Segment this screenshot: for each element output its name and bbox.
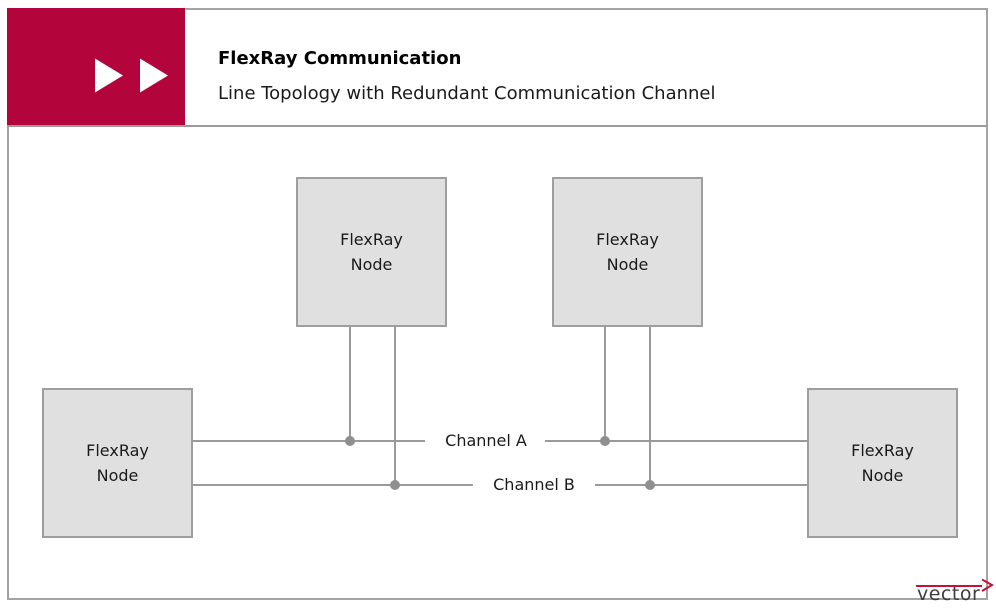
node-label: FlexRay Node: [851, 441, 914, 485]
node-top-left-channel-b-stub: [394, 327, 396, 485]
vector-logo: vector: [915, 578, 996, 608]
channel-a-line-right-segment: [545, 440, 807, 442]
node-label: FlexRay Node: [340, 230, 403, 274]
channel-a-label: Channel A: [445, 431, 527, 450]
junction-dot: [600, 436, 610, 446]
logo-text: vector: [917, 583, 981, 605]
brand-block: [7, 8, 185, 125]
flexray-node-top-left: FlexRay Node: [296, 177, 447, 327]
node-top-right-channel-a-stub: [604, 327, 606, 441]
flexray-node-right: FlexRay Node: [807, 388, 958, 538]
header-divider: [7, 125, 988, 127]
node-label: FlexRay Node: [86, 441, 149, 485]
junction-dot: [645, 480, 655, 490]
flexray-node-top-right: FlexRay Node: [552, 177, 703, 327]
page-subtitle: Line Topology with Redundant Communicati…: [218, 83, 716, 104]
channel-b-line-left-segment: [193, 484, 473, 486]
channel-b-line-right-segment: [595, 484, 807, 486]
node-top-left-channel-a-stub: [349, 327, 351, 441]
page-title: FlexRay Communication: [218, 48, 462, 69]
logo-arrow-icon: [916, 578, 995, 592]
channel-b-label: Channel B: [493, 475, 575, 494]
node-top-right-channel-b-stub: [649, 327, 651, 485]
junction-dot: [390, 480, 400, 490]
double-play-triangles-icon: [95, 58, 168, 93]
header: FlexRay Communication Line Topology with…: [218, 48, 716, 105]
flexray-node-left: FlexRay Node: [42, 388, 193, 538]
node-label: FlexRay Node: [596, 230, 659, 274]
slide-frame: FlexRay Communication Line Topology with…: [7, 8, 995, 605]
junction-dot: [345, 436, 355, 446]
channel-a-line-left-segment: [193, 440, 425, 442]
